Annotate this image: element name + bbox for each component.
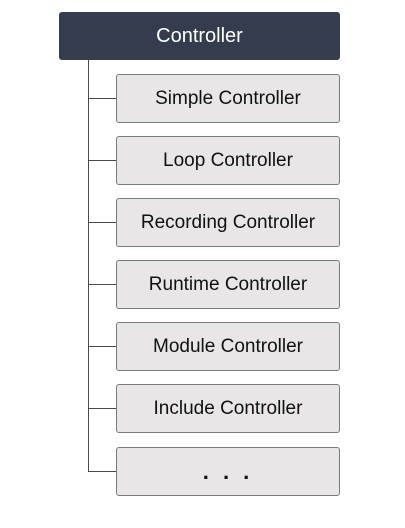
child-node-label: Include Controller [153, 397, 303, 419]
child-node-label: Simple Controller [155, 87, 301, 109]
child-node-more-ellipsis: . . . [116, 447, 340, 496]
branch-connector-recording [88, 222, 116, 223]
root-node-controller: Controller [59, 12, 340, 60]
branch-connector-module [88, 346, 116, 347]
child-node-label: Recording Controller [140, 211, 316, 233]
branch-connector-loop [88, 160, 116, 161]
child-node-simple-controller: Simple Controller [116, 74, 340, 123]
child-node-runtime-controller: Runtime Controller [116, 260, 340, 309]
root-node-label: Controller [156, 24, 243, 47]
child-node-module-controller: Module Controller [116, 322, 340, 371]
child-node-include-controller: Include Controller [116, 384, 340, 433]
branch-connector-runtime [88, 284, 116, 285]
child-node-label: Loop Controller [163, 149, 293, 171]
branch-connector-simple [88, 98, 116, 99]
child-node-loop-controller: Loop Controller [116, 136, 340, 185]
child-node-label: Runtime Controller [148, 273, 308, 295]
child-node-recording-controller: Recording Controller [116, 198, 340, 247]
child-node-label: Module Controller [153, 335, 303, 357]
child-node-label: . . . [202, 458, 254, 484]
branch-connector-more [88, 471, 116, 472]
tree-trunk-connector [88, 60, 89, 472]
branch-connector-include [88, 408, 116, 409]
